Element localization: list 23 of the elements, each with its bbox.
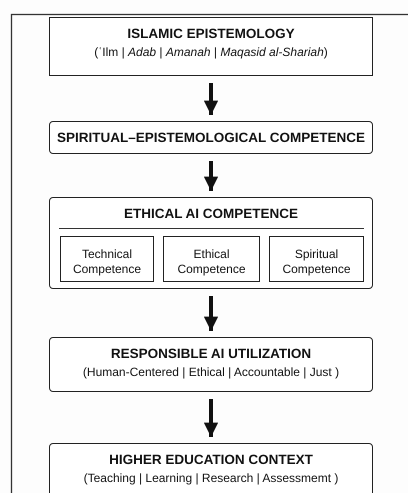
box-heading: ETHICAL AI COMPETENCE <box>124 206 298 221</box>
arrow <box>204 161 218 191</box>
arrow <box>204 83 218 115</box>
box-heading: ISLAMIC EPISTEMOLOGY <box>127 26 295 41</box>
box-heading: Technical Competence <box>72 247 142 277</box>
box-heading: SPIRITUAL–EPISTEMOLOGICAL COMPETENCE <box>56 130 366 145</box>
box-heading: HIGHER EDUCATION CONTEXT <box>109 452 313 467</box>
box-subtitle: (Teaching | Learning | Research | Assessmemt ) <box>84 471 338 485</box>
process-box <box>269 236 364 282</box>
box-subtitle: (Human-Centered | Ethical | Accountable | Just ) <box>82 365 340 379</box>
process-box <box>49 17 373 76</box>
box-subtitle: (ʿIlm | Adab | Amanah | Maqasid al-Shariah) <box>94 45 328 59</box>
box-heading: Spiritual Competence <box>281 247 352 277</box>
process-box <box>60 236 154 282</box>
process-box <box>163 236 260 282</box>
box-heading: Ethical Competence <box>176 247 247 277</box>
process-box <box>49 121 373 154</box>
process-box <box>49 337 373 392</box>
arrow <box>204 399 218 437</box>
group-box <box>49 197 373 289</box>
arrow <box>204 296 218 331</box>
process-box <box>49 443 373 493</box>
box-heading: RESPONSIBLE AI UTILIZATION <box>110 346 312 361</box>
